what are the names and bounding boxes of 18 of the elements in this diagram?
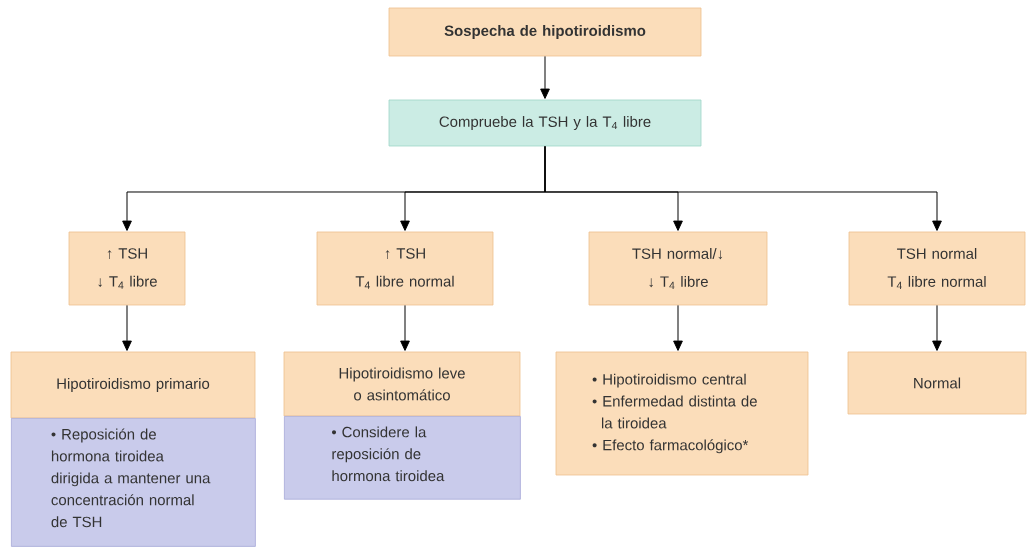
arrow	[122, 304, 132, 351]
result-box: ↑ TSH T$_{4}$ libre normal	[316, 231, 494, 306]
arrow	[540, 55, 550, 99]
result-box: TSH normal/↓ ↓ T$_{4}$ libre	[588, 231, 768, 306]
diagnosis-box: Hipotiroidismo primario	[10, 351, 256, 419]
treatment-box: • Reposición de hormona tiroidea dirigida a mantener una concentración normal de TSH	[11, 418, 256, 547]
result-box: TSH normal T$_{4}$ libre normal	[848, 231, 1026, 306]
arrow	[544, 145, 942, 231]
start-box: Sospecha de hipotiroidismo	[388, 7, 702, 57]
arrow	[932, 304, 942, 351]
treatment-box: • Considere la reposición de hormona tiroidea	[284, 416, 521, 500]
arrow	[400, 304, 410, 351]
test-box: Compruebe la TSH y la T$_{4}$ libre	[388, 99, 702, 147]
result-box: Normal	[847, 351, 1027, 415]
diagnosis-box: Hipotiroidismo leve o asintomático	[283, 351, 521, 417]
arrow	[673, 304, 683, 351]
cause-box: • Hipotiroidismo central • Enfermedad distinta de la tiroidea • Efecto farmacológico*	[555, 351, 809, 476]
result-box: ↑ TSH ↓ T$_{4}$ libre	[68, 231, 186, 306]
